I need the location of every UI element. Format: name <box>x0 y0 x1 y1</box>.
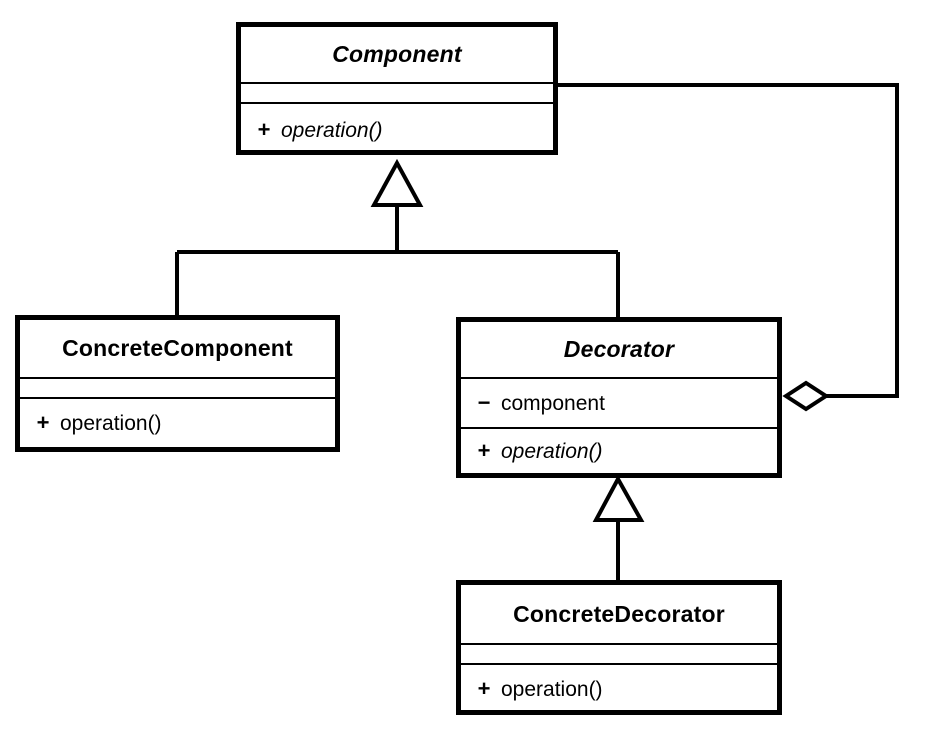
class-box-component[interactable]: Component + operation() <box>236 22 558 155</box>
operations-compartment-component: + operation() <box>241 102 553 155</box>
operation-label: operation() <box>501 440 603 463</box>
visibility-marker: − <box>477 390 491 415</box>
class-box-concrete-component[interactable]: ConcreteComponent + operation() <box>15 315 340 452</box>
hollow-diamond-icon <box>782 380 830 412</box>
class-box-decorator[interactable]: Decorator − component + operation() <box>456 317 782 478</box>
hollow-triangle-icon <box>592 474 645 522</box>
operations-compartment-decorator: + operation() <box>461 427 777 473</box>
attributes-compartment-component <box>241 82 553 102</box>
operation-row: + operation() <box>20 410 162 436</box>
class-name-concrete-component: ConcreteComponent <box>62 335 293 361</box>
operation-row: + operation() <box>461 438 603 464</box>
visibility-marker: + <box>257 116 271 142</box>
class-name-decorator: Decorator <box>563 336 675 362</box>
attribute-label: component <box>501 392 605 415</box>
class-name-component: Component <box>332 41 462 67</box>
attributes-compartment-concrete-component <box>20 377 335 397</box>
operations-compartment-concrete-component: + operation() <box>20 397 335 447</box>
visibility-marker: + <box>477 675 491 701</box>
visibility-marker: + <box>477 438 491 463</box>
operation-row: + operation() <box>241 117 383 143</box>
generalization-to-component <box>175 158 620 319</box>
generalization-to-decorator <box>592 474 645 580</box>
attribute-row: − component <box>461 390 605 416</box>
attributes-compartment-concrete-decorator <box>461 643 777 663</box>
operations-compartment-concrete-decorator: + operation() <box>461 663 777 712</box>
class-box-concrete-decorator[interactable]: ConcreteDecorator + operation() <box>456 580 782 715</box>
attributes-compartment-decorator: − component <box>461 377 777 427</box>
operation-label: operation() <box>60 412 162 435</box>
operation-label: operation() <box>501 677 603 701</box>
hollow-triangle-icon <box>370 158 424 207</box>
class-name-concrete-decorator: ConcreteDecorator <box>513 600 725 627</box>
visibility-marker: + <box>36 410 50 435</box>
operation-row: + operation() <box>461 676 603 702</box>
operation-label: operation() <box>281 118 383 142</box>
